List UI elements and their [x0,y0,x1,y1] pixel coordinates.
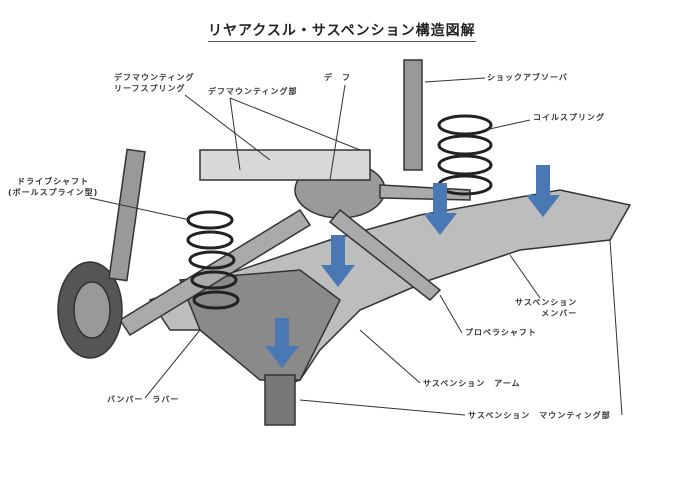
label-line: メンバー [541,309,578,318]
shock-absorber-right [403,59,423,171]
diagram-title: リヤアクスル・サスペンション構造図解 [208,20,476,42]
label-shock-absorber: ショックアブソーバ [487,73,568,82]
highlight-arrows [265,165,560,368]
label-diff-mount-leaf-spring: デフマウンティング リーフスプリング [114,72,195,94]
label-coil-spring: コイルスプリング [533,113,605,122]
shock-absorber-left [108,148,146,282]
coil-spring-left [186,210,240,310]
label-line: リーフスプリング [114,84,186,93]
coil-spring-right [437,114,493,196]
label-suspension-mounting: サスペンション マウンティング部 [468,411,611,420]
label-line: ドライブシャフト [17,177,90,186]
label-line: サスペンション [515,298,578,307]
diff-mount [199,149,371,181]
label-line: (ボールスプライン型) [8,188,99,197]
label-line: デフマウンティング [114,73,195,82]
propeller-shaft [328,208,442,301]
arrow-down-icon [321,235,355,287]
mounting-bush [264,374,296,426]
leader-lines [89,77,623,416]
suspension-drawing [57,59,632,426]
label-propeller-shaft: プロペラシャフト [465,328,537,337]
label-suspension-arm: サスペンション アーム [423,379,521,388]
arrow-down-icon [526,165,560,217]
label-suspension-member: サスペンション メンバー [515,297,577,319]
wheel-hub-center [73,281,111,339]
arrow-down-icon [423,183,457,235]
label-diff-mounting-part: デフマウンティング部 [208,87,298,96]
label-bump-rubber: バンパー ラバー [107,395,180,404]
label-drive-shaft: ドライブシャフト (ボールスプライン型) [8,176,98,198]
arrow-down-icon [265,318,299,368]
label-diff: デ フ [324,73,351,82]
